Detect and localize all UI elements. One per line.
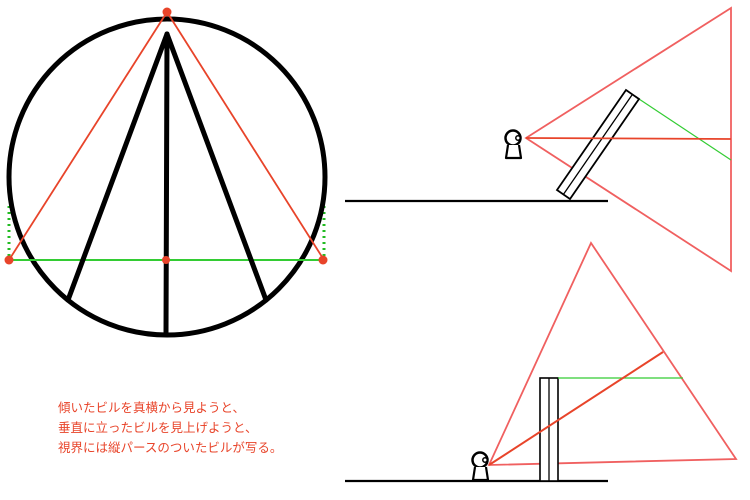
observer-icon: [504, 129, 523, 160]
apex-point: [162, 7, 172, 17]
building-center-edge: [163, 31, 170, 337]
red-sight-line-bottom: [488, 351, 664, 466]
caption-line-2: 垂直に立ったビルを見上げようと、: [58, 420, 258, 435]
red-sight-line-top: [525, 137, 732, 140]
circle-figure: [4, 7, 328, 338]
triangle-right-edge: [166, 11, 325, 261]
building-left-edge: [65, 31, 170, 303]
vertical-building-figure: [345, 241, 738, 483]
tilted-building-inner-line: [562, 94, 633, 196]
caption-line-3: 視界には縦パースのついたビルが写る。: [58, 440, 283, 455]
observer-icon: [471, 451, 490, 482]
caption-line-1: 傾いたビルを真横から見ようと、: [58, 400, 246, 415]
triangle-left-edge: [8, 11, 168, 261]
center-point: [162, 256, 170, 264]
view-cone-bottom: [487, 241, 738, 466]
building-right-edge: [164, 31, 269, 303]
caption-text: 傾いたビルを真横から見ようと、 垂直に立ったビルを見上げようと、 視界には縦パー…: [58, 398, 358, 458]
left-corner-point: [4, 255, 14, 265]
right-corner-point: [318, 255, 328, 265]
green-sight-line-top: [635, 96, 732, 161]
tilted-building-figure: [345, 6, 732, 273]
view-cone-top: [524, 6, 732, 273]
